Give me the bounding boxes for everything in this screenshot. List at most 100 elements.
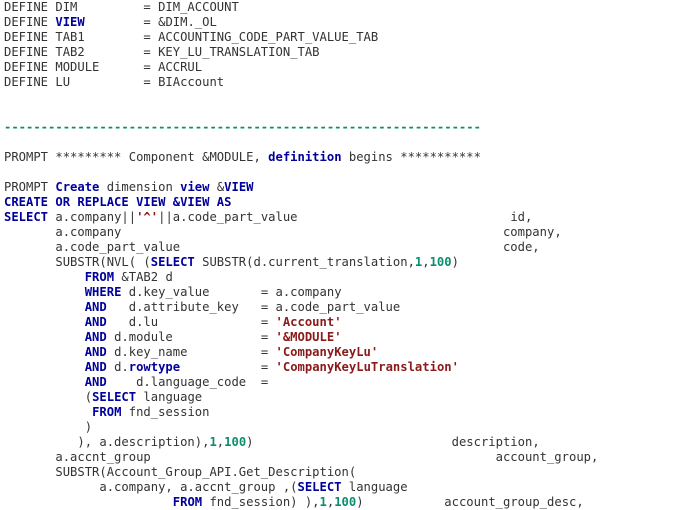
code-token-plain <box>4 330 85 344</box>
code-line[interactable]: ), a.description),1,100) description, <box>0 435 687 450</box>
code-token-string: '&MODULE' <box>275 330 342 344</box>
code-token-keyword: SELECT <box>297 480 342 494</box>
code-token-keyword: AND <box>84 375 107 389</box>
code-line[interactable]: FROM fnd_session) ),1,100) account_group… <box>0 495 687 510</box>
code-token-number: 1 <box>414 255 423 269</box>
code-line[interactable]: AND d.module = '&MODULE' <box>0 330 687 345</box>
code-token-plain: a.company|| <box>48 210 137 224</box>
code-token-plain <box>4 285 85 299</box>
code-token-plain: d.module = <box>106 330 276 344</box>
code-token-plain: PROMPT <box>4 180 56 194</box>
code-token-keyword: view <box>180 180 210 194</box>
code-token-keyword: AND <box>84 360 107 374</box>
code-line[interactable] <box>0 135 687 150</box>
code-token-plain <box>4 270 85 284</box>
code-token-plain: a.accnt_group <box>4 450 151 464</box>
code-token-keyword: SELECT <box>4 210 49 224</box>
code-token-plain: description, <box>253 435 540 449</box>
code-line[interactable]: DEFINE LU = BIAccount <box>0 75 687 90</box>
code-line[interactable] <box>0 165 687 180</box>
code-line[interactable]: FROM &TAB2 d <box>0 270 687 285</box>
code-line[interactable]: SELECT a.company||'^'||a.code_part_value… <box>0 210 687 225</box>
code-line[interactable]: ) <box>0 420 687 435</box>
code-line[interactable] <box>0 105 687 120</box>
code-line[interactable]: SUBSTR(NVL( (SELECT SUBSTR(d.current_tra… <box>0 255 687 270</box>
code-token-plain: fnd_session <box>121 405 210 419</box>
code-token-plain: SUBSTR(Account_Group_API.Get_Description… <box>4 465 357 479</box>
code-token-plain: language <box>341 480 408 494</box>
code-token-string: 'CompanyKeyLu' <box>275 345 379 359</box>
code-token-plain: begins *********** <box>341 150 481 164</box>
code-token-plain <box>4 300 85 314</box>
code-line[interactable]: DEFINE DIM = DIM_ACCOUNT <box>0 0 687 15</box>
code-token-plain <box>4 345 85 359</box>
code-token-plain: a.company <box>4 225 122 239</box>
code-line[interactable]: CREATE OR REPLACE VIEW &VIEW AS <box>0 195 687 210</box>
code-line[interactable]: ----------------------------------------… <box>0 120 687 135</box>
code-line[interactable]: a.accnt_group account_group, <box>0 450 687 465</box>
code-token-number: 1 <box>209 435 217 449</box>
code-token-plain: = &DIM._OL <box>84 15 217 29</box>
code-line[interactable]: SUBSTR(Account_Group_API.Get_Description… <box>0 465 687 480</box>
code-line[interactable]: AND d.lu = 'Account' <box>0 315 687 330</box>
code-token-plain: ) <box>4 420 93 434</box>
code-token-plain: ) <box>246 435 254 449</box>
code-token-string: 'Account' <box>275 315 342 329</box>
code-token-plain <box>4 315 85 329</box>
code-line[interactable]: PROMPT Create dimension view &VIEW <box>0 180 687 195</box>
code-token-plain: DEFINE LU = BIAccount <box>4 75 225 89</box>
code-token-plain: d.language_code = <box>106 375 269 389</box>
code-token-keyword: AND <box>84 315 107 329</box>
code-line[interactable]: DEFINE TAB2 = KEY_LU_TRANSLATION_TAB <box>0 45 687 60</box>
code-token-plain: ( <box>4 390 93 404</box>
code-token-plain: , <box>326 495 335 509</box>
code-token-plain: ) <box>356 495 364 509</box>
code-line[interactable]: PROMPT ********* Component &MODULE, defi… <box>0 150 687 165</box>
code-line[interactable]: a.code_part_value code, <box>0 240 687 255</box>
code-line[interactable]: DEFINE TAB1 = ACCOUNTING_CODE_PART_VALUE… <box>0 30 687 45</box>
code-token-plain: dimension <box>99 180 181 194</box>
code-token-keyword: AND <box>84 300 107 314</box>
code-token-plain: , <box>216 435 225 449</box>
code-line[interactable]: DEFINE VIEW = &DIM._OL <box>0 15 687 30</box>
code-token-plain: d.lu = <box>106 315 276 329</box>
code-token-number: 1 <box>319 495 327 509</box>
code-line[interactable] <box>0 90 687 105</box>
code-token-plain: account_group, <box>150 450 599 464</box>
code-token-keyword: SELECT <box>150 255 195 269</box>
code-token-plain: code, <box>180 240 540 254</box>
code-token-plain: d. <box>106 360 129 374</box>
code-token-plain: PROMPT ********* Component &MODULE, <box>4 150 269 164</box>
code-token-comment: ----------------------------------------… <box>4 120 481 134</box>
code-line[interactable]: DEFINE MODULE = ACCRUL <box>0 60 687 75</box>
code-line[interactable]: AND d.key_name = 'CompanyKeyLu' <box>0 345 687 360</box>
code-token-plain: DEFINE DIM = DIM_ACCOUNT <box>4 0 239 14</box>
code-token-plain: DEFINE MODULE = ACCRUL <box>4 60 203 74</box>
code-line[interactable]: (SELECT language <box>0 390 687 405</box>
code-token-plain: DEFINE TAB2 = KEY_LU_TRANSLATION_TAB <box>4 45 320 59</box>
code-token-string: 'CompanyKeyLuTranslation' <box>275 360 459 374</box>
code-line[interactable]: WHERE d.key_value = a.company <box>0 285 687 300</box>
code-token-plain: & <box>209 180 225 194</box>
code-token-plain: ), a.description), <box>4 435 210 449</box>
code-token-keyword: definition <box>268 150 342 164</box>
code-line[interactable]: FROM fnd_session <box>0 405 687 420</box>
code-token-plain: d.key_value = a.company <box>121 285 342 299</box>
code-token-keyword: FROM <box>92 405 122 419</box>
code-line[interactable]: AND d.attribute_key = a.code_part_value <box>0 300 687 315</box>
code-line[interactable]: a.company company, <box>0 225 687 240</box>
code-token-plain: fnd_session) ), <box>202 495 320 509</box>
code-token-plain: = <box>180 360 276 374</box>
code-line[interactable]: AND d.language_code = <box>0 375 687 390</box>
code-token-plain: DEFINE TAB1 = ACCOUNTING_CODE_PART_VALUE… <box>4 30 379 44</box>
code-token-plain: SUBSTR(d.current_translation, <box>194 255 415 269</box>
code-token-keyword: rowtype <box>128 360 181 374</box>
code-token-plain: d.attribute_key = a.code_part_value <box>106 300 401 314</box>
code-token-keyword: SELECT <box>92 390 137 404</box>
code-token-keyword: CREATE OR REPLACE VIEW &VIEW AS <box>4 195 232 209</box>
code-token-plain: , <box>422 255 430 269</box>
code-line[interactable]: a.company, a.accnt_group ,(SELECT langua… <box>0 480 687 495</box>
code-line[interactable]: AND d.rowtype = 'CompanyKeyLuTranslation… <box>0 360 687 375</box>
